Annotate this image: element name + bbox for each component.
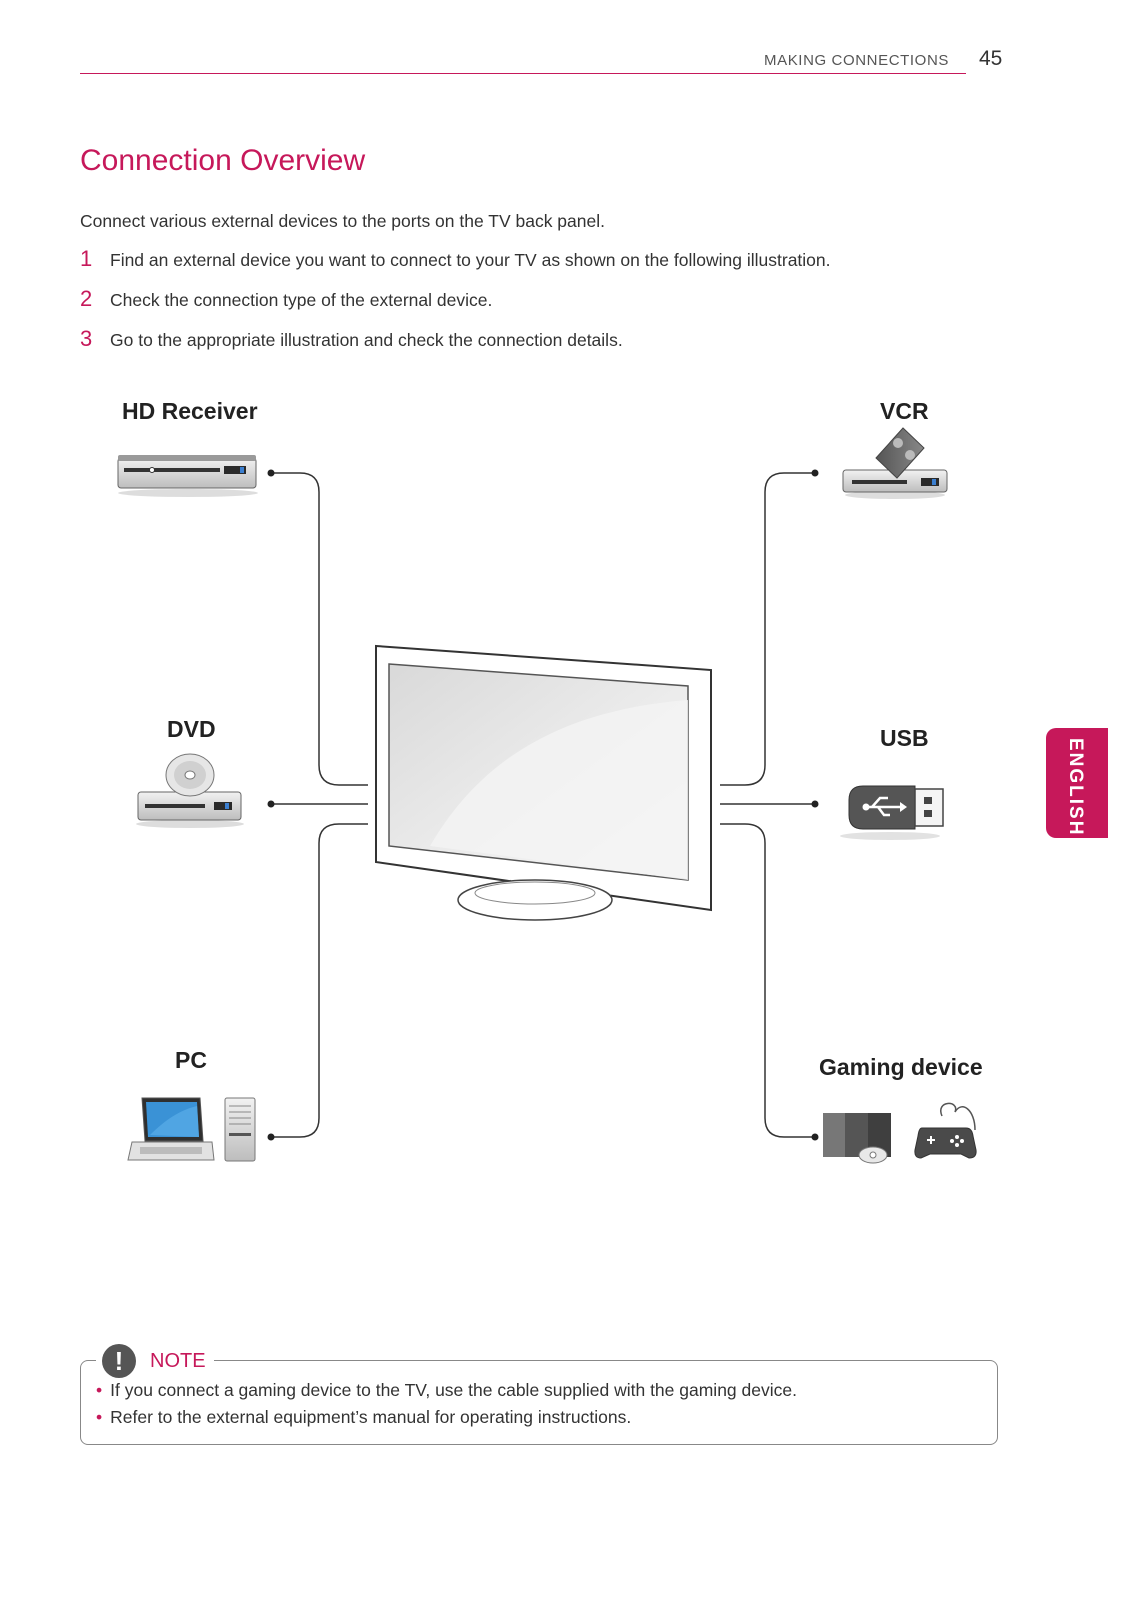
note-text: Refer to the external equipment’s manual… (110, 1407, 631, 1427)
note-title: NOTE (150, 1350, 206, 1373)
hd-receiver-icon (118, 455, 258, 497)
game-console-icon (823, 1113, 891, 1163)
device-label-pc: PC (175, 1047, 207, 1074)
device-label-vcr: VCR (880, 398, 929, 425)
vcr-icon (843, 428, 947, 499)
language-tab: ENGLISH (1046, 728, 1108, 838)
laptop-icon (128, 1098, 214, 1160)
device-label-usb: USB (880, 725, 929, 752)
desktop-tower-icon (225, 1098, 255, 1161)
note-item: • Refer to the external equipment’s manua… (96, 1407, 631, 1428)
note-item: • If you connect a gaming device to the T… (96, 1380, 797, 1401)
device-label-hd-receiver: HD Receiver (122, 398, 258, 425)
bullet: • (96, 1380, 102, 1400)
device-label-dvd: DVD (167, 716, 216, 743)
note-text: If you connect a gaming device to the TV… (110, 1380, 797, 1400)
note-box (80, 1360, 998, 1445)
language-tab-label: ENGLISH (1064, 738, 1086, 836)
tv-icon (376, 646, 711, 920)
usb-drive-icon (840, 786, 943, 840)
note-header: ! NOTE (96, 1344, 214, 1378)
warning-icon: ! (102, 1344, 136, 1378)
gamepad-icon (915, 1103, 976, 1158)
bullet: • (96, 1407, 102, 1427)
device-label-gaming: Gaming device (819, 1054, 983, 1081)
dvd-player-icon (136, 754, 244, 828)
